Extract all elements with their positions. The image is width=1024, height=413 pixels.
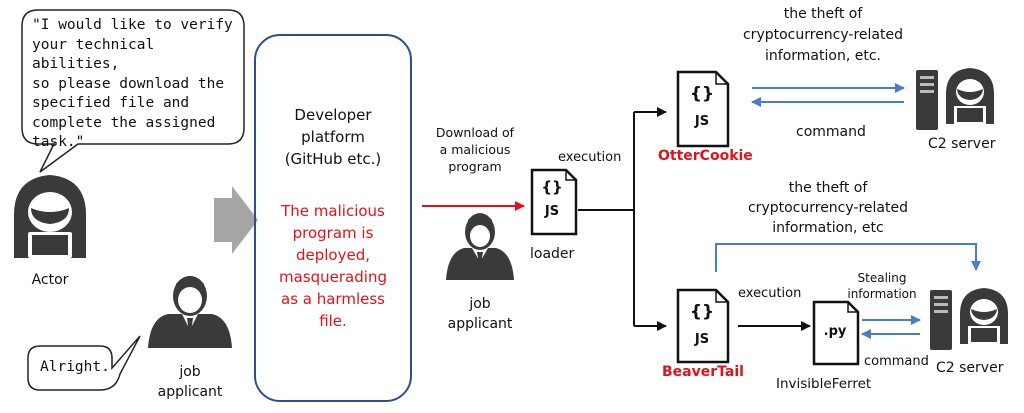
download-label-line: Download of <box>435 125 515 140</box>
execution-bottom-label: execution <box>738 286 802 301</box>
ottercookie-theft-text: the theft of cryptocurrency-related info… <box>728 4 918 67</box>
job-applicant-mid-icon <box>446 213 514 280</box>
stealing-line: information <box>847 287 917 301</box>
download-label: Download of a malicious program <box>420 124 530 175</box>
actor-bubble-line: specified file and <box>32 95 190 111</box>
platform-note-line: The malicious <box>281 202 385 220</box>
actor-bubble-line: task." <box>32 134 85 150</box>
loader-icon-ext: JS <box>544 204 560 219</box>
invisibleferret-file-icon <box>812 300 860 366</box>
label-line: job <box>469 296 491 312</box>
platform-note-line: masquerading <box>279 268 387 286</box>
label-line: job <box>179 364 201 380</box>
ottercookie-command-label: command <box>796 124 866 140</box>
invisibleferret-icon-ext: .py <box>823 324 847 339</box>
actor-speech-bubble <box>21 9 245 173</box>
download-label-line: a malicious <box>439 142 511 157</box>
platform-title-line: platform <box>301 128 365 146</box>
beavertail-file-icon <box>676 288 730 364</box>
invisibleferret-command-label: command <box>864 354 929 369</box>
actor-bubble-line: "I would like to verify <box>32 17 233 33</box>
label-line: applicant <box>157 384 223 400</box>
beavertail-theft-text: the theft of cryptocurrency-related info… <box>728 178 928 238</box>
actor-bubble-line: your technical abilities, <box>32 36 155 73</box>
stealing-line: Stealing <box>857 271 907 285</box>
theft-line: the theft of <box>788 180 868 196</box>
beavertail-label: BeaverTail <box>662 364 744 380</box>
platform-title: Developer platform (GitHub etc.) <box>256 104 410 170</box>
platform-note: The malicious program is deployed, masqu… <box>256 200 410 332</box>
platform-note-line: deployed, <box>295 246 370 264</box>
download-label-line: program <box>448 159 502 174</box>
c2-server-top-icon <box>916 68 994 130</box>
ottercookie-icon-ext: JS <box>694 114 710 129</box>
developer-platform-box <box>254 34 412 402</box>
c2-server-top-label: C2 server <box>928 136 996 152</box>
platform-note-line: program is <box>292 224 374 242</box>
beavertail-exfil-path <box>715 243 981 272</box>
c2-server-bottom-label: C2 server <box>936 360 1004 376</box>
actor-label: Actor <box>31 272 69 288</box>
reply-speech-bubble <box>27 335 141 391</box>
platform-note-line: file. <box>319 312 347 330</box>
execution-top-label: execution <box>558 150 622 165</box>
actor-bubble-line: complete the assigned <box>32 114 216 131</box>
actor-bubble-line: so please download the <box>32 75 225 92</box>
job-applicant-left-icon <box>148 276 232 348</box>
gray-flow-arrow <box>214 186 258 254</box>
ottercookie-label: OtterCookie <box>658 148 753 164</box>
actor-bubble-text: "I would like to verify your technical a… <box>32 16 242 153</box>
reply-bubble-text: Alright. <box>40 359 110 375</box>
label-line: applicant <box>447 316 513 332</box>
job-applicant-mid-label: job applicant <box>430 294 530 334</box>
beavertail-icon-braces: {} <box>689 302 715 322</box>
invisibleferret-label: InvisibleFerret <box>776 376 872 392</box>
loader-icon-braces: {} <box>541 178 563 196</box>
theft-line: cryptocurrency-related <box>747 200 908 216</box>
platform-title-line: (GitHub etc.) <box>284 150 382 168</box>
theft-line: information, etc. <box>765 48 881 64</box>
loader-file-icon <box>530 168 578 236</box>
platform-note-line: as a harmless <box>281 290 385 308</box>
ottercookie-icon-braces: {} <box>689 84 715 104</box>
beavertail-icon-ext: JS <box>694 332 710 347</box>
theft-line: the theft of <box>783 6 863 22</box>
theft-line: information, etc <box>772 220 884 236</box>
job-applicant-left-label: job applicant <box>140 362 240 402</box>
stealing-info-text: Stealing information <box>836 270 928 302</box>
loader-label: loader <box>530 246 575 262</box>
platform-title-line: Developer <box>294 106 372 124</box>
c2-server-bottom-icon <box>930 288 1008 350</box>
ottercookie-file-icon <box>676 70 730 148</box>
actor-hacker-icon <box>14 175 86 258</box>
theft-line: cryptocurrency-related <box>742 27 903 43</box>
